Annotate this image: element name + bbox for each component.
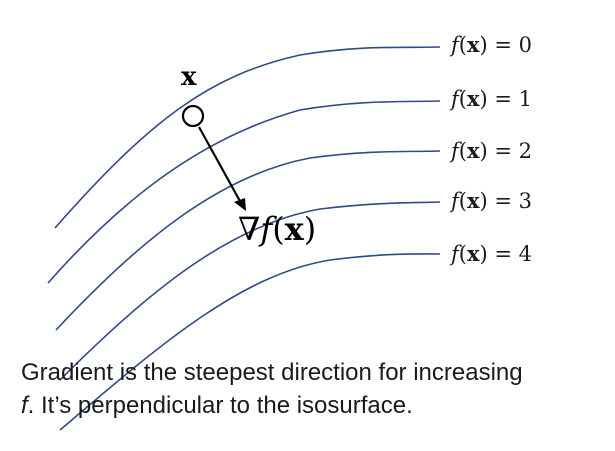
- isosurface-curves: [47, 46, 441, 431]
- caption: Gradient is the steepest direction for i…: [21, 356, 606, 422]
- level-value: 0: [518, 33, 533, 57]
- level-open-paren: (: [458, 242, 467, 266]
- level-var: x: [466, 188, 480, 213]
- gradient-arrow-shaft: [198, 126, 242, 204]
- level-var: x: [466, 241, 480, 266]
- level-func: f: [451, 33, 459, 57]
- level-close-paren: ): [479, 139, 488, 163]
- gradient-var: x: [284, 210, 304, 248]
- caption-func: f: [21, 392, 28, 419]
- isosurface-curve: [55, 150, 441, 331]
- level-equals: =: [487, 189, 519, 213]
- gradient-arrow: [198, 126, 246, 211]
- gradient-close-paren: ): [303, 210, 317, 248]
- level-open-paren: (: [458, 139, 467, 163]
- level-var: x: [466, 138, 480, 163]
- level-label: f(x) = 1: [451, 88, 532, 110]
- nabla-symbol: ∇: [238, 210, 261, 248]
- level-equals: =: [487, 139, 519, 163]
- caption-line-1: Gradient is the steepest direction for i…: [21, 359, 523, 386]
- level-open-paren: (: [458, 189, 467, 213]
- level-close-paren: ): [479, 87, 488, 111]
- gradient-label: ∇f(x): [238, 213, 316, 245]
- level-func: f: [451, 189, 459, 213]
- level-equals: =: [487, 33, 519, 57]
- level-func: f: [451, 242, 459, 266]
- level-label: f(x) = 3: [451, 190, 532, 212]
- level-close-paren: ): [479, 189, 488, 213]
- level-var: x: [466, 86, 480, 111]
- level-close-paren: ): [479, 33, 488, 57]
- level-value: 3: [518, 189, 533, 213]
- level-label: f(x) = 0: [451, 34, 532, 56]
- level-open-paren: (: [458, 87, 467, 111]
- isosurface-curve: [47, 100, 441, 284]
- point-x-label: x: [181, 62, 197, 92]
- caption-line-2: f. It’s perpendicular to the isosurface.: [21, 389, 606, 422]
- gradient-func: f: [260, 210, 273, 248]
- gradient-arrow-head: [234, 198, 246, 211]
- isosurface-curve: [59, 253, 441, 431]
- level-value: 4: [518, 242, 533, 266]
- level-value: 2: [518, 139, 533, 163]
- level-value: 1: [518, 87, 533, 111]
- level-var: x: [466, 32, 480, 57]
- level-open-paren: (: [458, 33, 467, 57]
- level-func: f: [451, 87, 459, 111]
- level-func: f: [451, 139, 459, 163]
- level-close-paren: ): [479, 242, 488, 266]
- level-equals: =: [487, 87, 519, 111]
- isosurface-curve: [59, 201, 441, 381]
- gradient-open-paren: (: [272, 210, 285, 248]
- point-x-marker: [181, 104, 205, 128]
- level-label: f(x) = 2: [451, 140, 532, 162]
- level-label: f(x) = 4: [451, 243, 532, 265]
- isosurface-curve: [54, 46, 441, 229]
- level-equals: =: [487, 242, 519, 266]
- caption-line-2-rest: . It’s perpendicular to the isosurface.: [27, 392, 413, 419]
